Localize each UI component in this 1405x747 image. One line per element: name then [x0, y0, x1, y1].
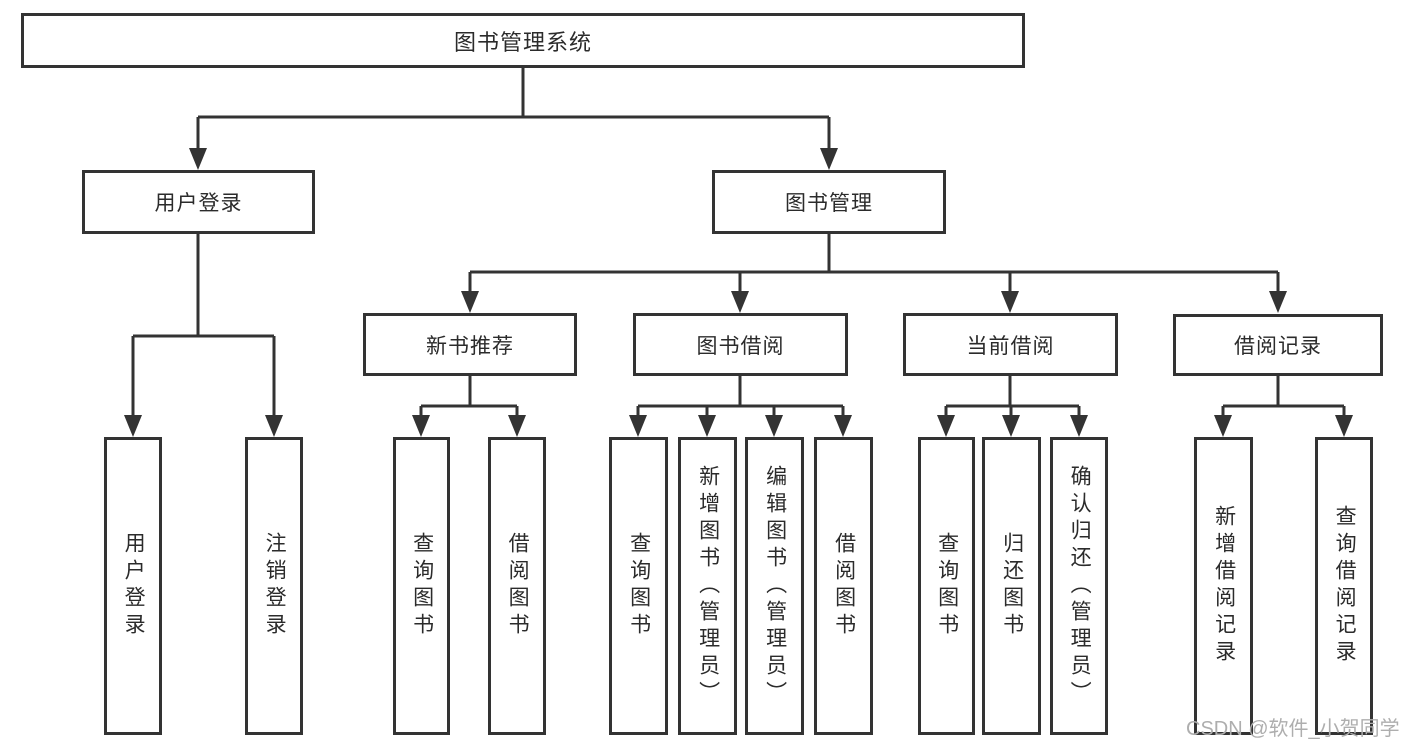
csdn-watermark: CSDN @软件_小贺同学: [1186, 718, 1400, 740]
leaf-label: 用户登录: [122, 532, 146, 640]
leaf-query-books-borrowing: 查询图书: [609, 437, 668, 735]
leaf-logout: 注销登录: [245, 437, 303, 735]
leaf-borrow-books-borrowing: 借阅图书: [814, 437, 873, 735]
leaf-label: 查询图书: [935, 532, 959, 640]
leaf-label: 借阅图书: [832, 532, 856, 640]
leaf-add-books-admin: 新增图书（管理员）: [678, 437, 737, 735]
leaf-edit-books-admin: 编辑图书（管理员）: [745, 437, 804, 735]
leaf-label: 新增图书（管理员）: [696, 464, 720, 708]
leaf-query-books-recommend: 查询图书: [393, 437, 450, 735]
node-book-borrowing: 图书借阅: [633, 313, 848, 376]
leaf-label: 查询图书: [410, 532, 434, 640]
leaf-confirm-return-admin: 确认归还（管理员）: [1050, 437, 1108, 735]
leaf-label: 查询图书: [627, 532, 651, 640]
node-book-management: 图书管理: [712, 170, 946, 234]
node-new-book-recommend: 新书推荐: [363, 313, 577, 376]
leaf-add-borrow-record: 新增借阅记录: [1194, 437, 1253, 735]
node-label: 新书推荐: [426, 334, 514, 358]
leaf-label: 确认归还（管理员）: [1068, 464, 1092, 708]
node-library-management-system: 图书管理系统: [21, 13, 1025, 68]
leaf-label: 新增借阅记录: [1212, 505, 1236, 667]
leaf-label: 查询借阅记录: [1333, 505, 1357, 667]
node-label: 图书管理系统: [453, 29, 592, 55]
leaf-return-books: 归还图书: [982, 437, 1041, 735]
node-current-borrowing: 当前借阅: [903, 313, 1118, 376]
node-label: 当前借阅: [966, 334, 1055, 358]
node-label: 图书管理: [785, 192, 873, 215]
leaf-borrow-books-recommend: 借阅图书: [488, 437, 546, 735]
leaf-user-login: 用户登录: [104, 437, 162, 735]
leaf-label: 借阅图书: [506, 532, 530, 640]
node-user-login: 用户登录: [82, 170, 315, 234]
leaf-label: 归还图书: [1000, 532, 1024, 640]
node-label: 图书借阅: [696, 334, 785, 358]
leaf-query-books-current: 查询图书: [918, 437, 975, 735]
leaf-label: 编辑图书（管理员）: [763, 464, 787, 708]
node-label: 用户登录: [154, 192, 243, 215]
leaf-query-borrow-record: 查询借阅记录: [1315, 437, 1373, 735]
node-label: 借阅记录: [1234, 335, 1322, 358]
leaf-label: 注销登录: [263, 532, 287, 640]
node-borrowing-records: 借阅记录: [1173, 314, 1383, 376]
